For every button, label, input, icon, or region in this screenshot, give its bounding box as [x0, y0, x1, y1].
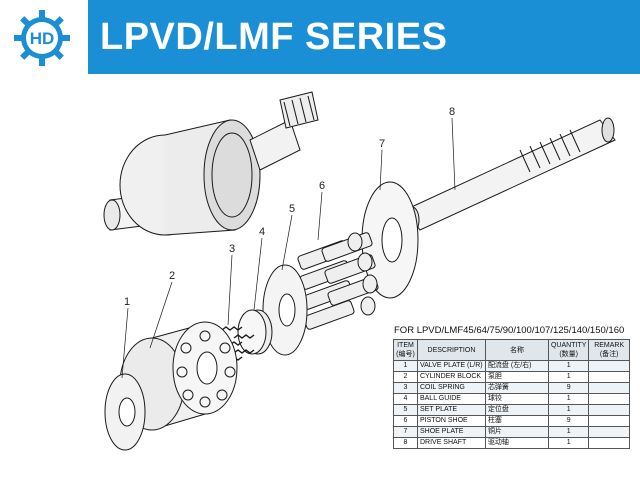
assembled-pump-drawing [103, 91, 319, 236]
shoe-plate-drawing [361, 181, 419, 299]
header: HD LPVD/LMF SERIES [0, 0, 640, 74]
callout-1: 1 [124, 296, 130, 308]
table-header-row: ITEM(编号) DESCRIPTION 名称 QUANTITY(数量) REM… [393, 339, 630, 361]
drive-shaft-drawing [404, 117, 616, 234]
callout-3: 3 [229, 243, 235, 255]
valve-plate-drawing [104, 373, 146, 451]
col-quantity: QUANTITY(数量) [547, 339, 590, 361]
gear-logo-icon: HD [14, 10, 70, 66]
col-description: DESCRIPTION [416, 339, 486, 361]
exploded-parts-drawing: 1 2 3 4 5 6 7 8 [103, 91, 616, 451]
parts-table: ITEM(编号) DESCRIPTION 名称 QUANTITY(数量) REM… [393, 339, 630, 449]
table-row: 2 CYLINDER BLOCK 泵胆 1 [393, 371, 630, 383]
logo-letters: HD [30, 29, 55, 48]
callout-6: 6 [319, 180, 325, 192]
callout-7: 7 [379, 138, 385, 150]
page-title: LPVD/LMF SERIES [100, 16, 448, 58]
table-row: 3 COIL SPRING 芯弹簧 9 [393, 382, 630, 394]
table-row: 7 SHOE PLATE 铜片 1 [393, 426, 630, 438]
set-plate-drawing [262, 264, 308, 356]
ball-guide-drawing [237, 309, 273, 355]
table-row: 6 PISTON SHOE 柱塞 9 [393, 415, 630, 427]
col-remark: REMARK(备注) [588, 339, 630, 361]
table-row: 1 VALVE PLATE (L/R) 配流盘 (左/右) 1 [393, 360, 630, 372]
title-band [88, 0, 640, 74]
col-item: ITEM(编号) [393, 339, 418, 361]
table-row: 8 DRIVE SHAFT 驱动轴 1 [393, 437, 630, 449]
callout-2: 2 [169, 270, 175, 282]
table-row: 4 BALL GUIDE 球铰 1 [393, 393, 630, 405]
callout-4: 4 [259, 226, 265, 238]
table-row: 5 SET PLATE 定位盘 1 [393, 404, 630, 416]
callout-5: 5 [289, 203, 295, 215]
cylinder-block-drawing [119, 321, 238, 431]
col-name-cn: 名称 [484, 339, 549, 361]
piston-shoes-drawing [297, 232, 379, 330]
callout-8: 8 [449, 106, 455, 118]
parts-table-heading: FOR LPVD/LMF45/64/75/90/100/107/125/140/… [394, 325, 625, 336]
